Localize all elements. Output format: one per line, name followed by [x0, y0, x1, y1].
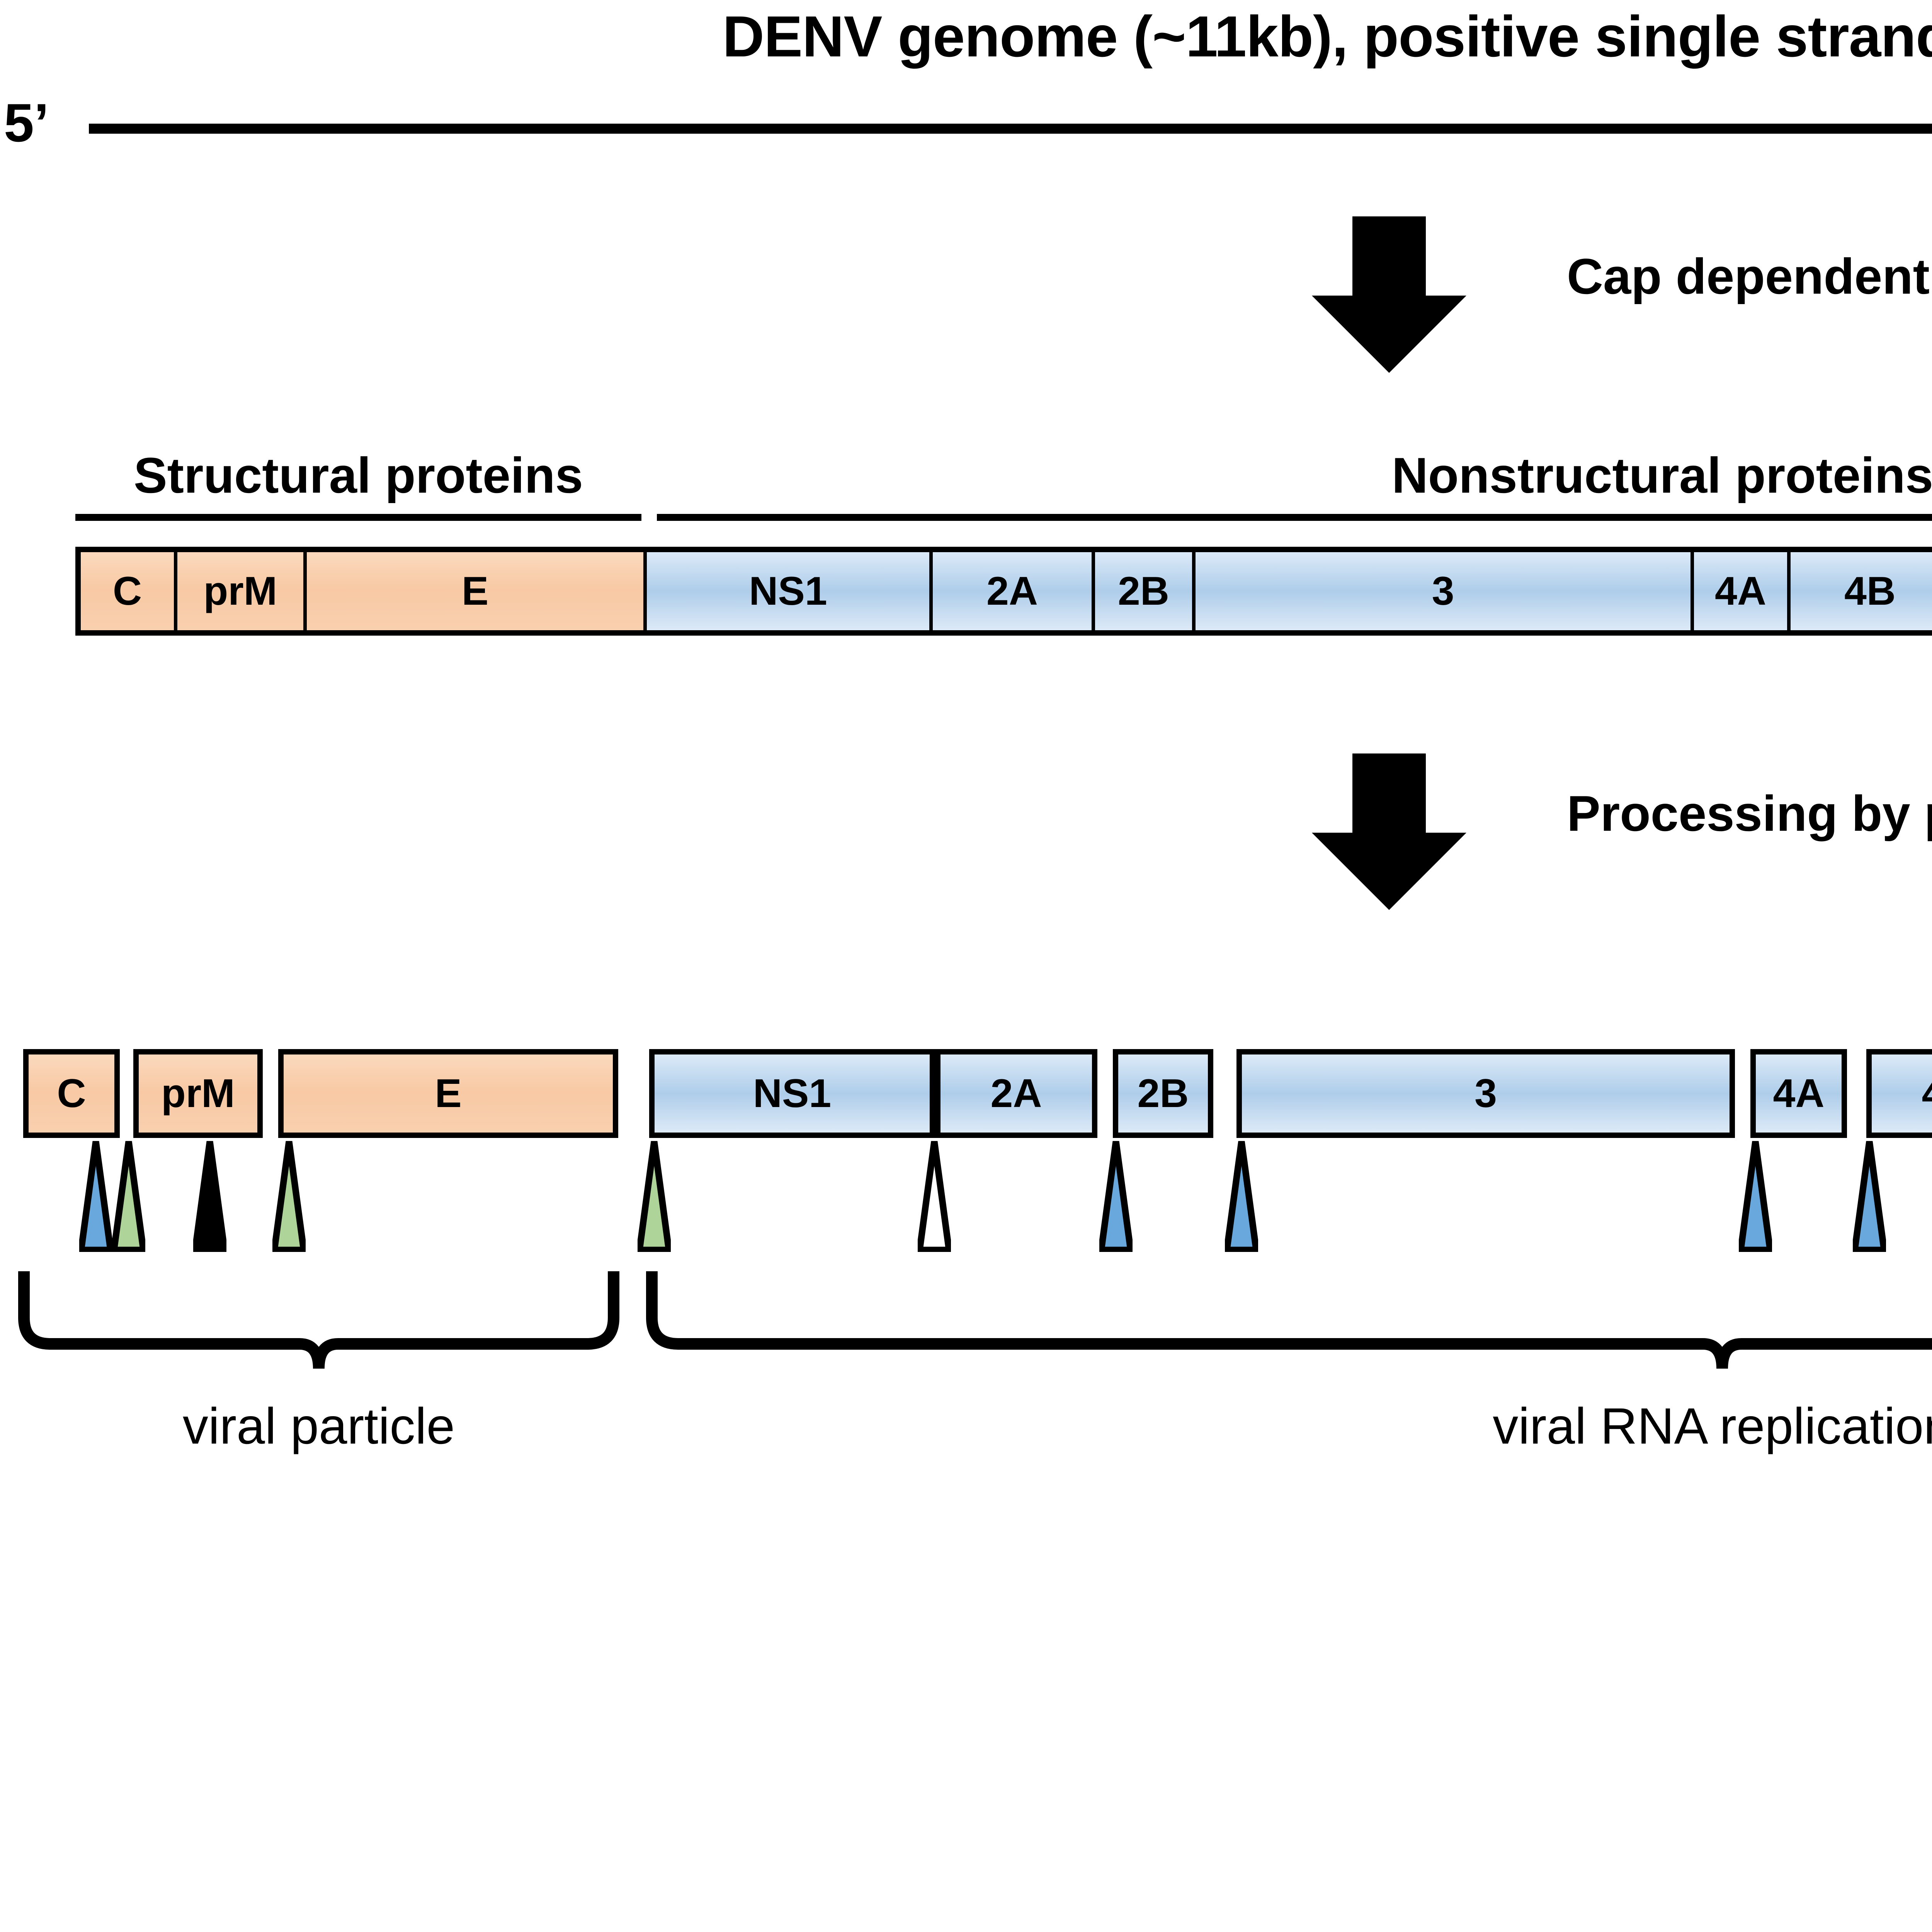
mature-protein-3: 3 — [1236, 1049, 1735, 1138]
mature-protein-e: E — [278, 1049, 618, 1138]
mature-protein-c: C — [23, 1049, 120, 1138]
nonstructural-header-rule — [657, 514, 1932, 521]
mature-protein-4b: 4B — [1866, 1049, 1932, 1138]
polyprotein-segment-4b: 4B — [1791, 552, 1932, 630]
cleavage-site-triangle-up-icon — [638, 1140, 671, 1252]
structural-header-rule — [75, 514, 641, 521]
cap-translation-label: Cap dependent translation — [1567, 248, 1932, 304]
mature-protein-2b: 2B — [1113, 1049, 1213, 1138]
polyprotein-segment-4a: 4A — [1694, 552, 1791, 630]
viral-rna-replication-label: viral RNA replication — [1493, 1398, 1932, 1454]
polyprotein-segment-2b: 2B — [1095, 552, 1196, 630]
polyprotein-segment-e: E — [307, 552, 647, 630]
polyprotein-segment-3: 3 — [1196, 552, 1694, 630]
polyprotein-segment-ns1: NS1 — [647, 552, 933, 630]
cleavage-site-triangle-up-icon — [918, 1140, 951, 1252]
genome-strand-line — [89, 124, 1932, 134]
viral-rna-replication-brace — [643, 1271, 1932, 1383]
cleavage-site-triangle-up-icon — [79, 1140, 112, 1252]
polyprotein-bar: C prM E NS1 2A 2B 3 4A 4B 5 — [75, 547, 1932, 636]
figure-title: DENV genome (~11kb), positive single str… — [722, 4, 1932, 69]
mature-protein-4a: 4A — [1750, 1049, 1847, 1138]
protease-processing-arrow-icon — [1312, 753, 1466, 910]
mature-protein-prm: prM — [133, 1049, 263, 1138]
cleavage-site-triangle-up-icon — [1739, 1140, 1772, 1252]
viral-particle-label: viral particle — [182, 1398, 455, 1454]
mature-protein-2a: 2A — [935, 1049, 1097, 1138]
cleavage-site-triangle-up-icon — [1099, 1140, 1133, 1252]
protease-processing-label: Processing by proteases — [1567, 785, 1932, 842]
cleavage-site-triangle-up-icon — [1225, 1140, 1258, 1252]
polyprotein-segment-c: C — [81, 552, 177, 630]
five-prime-label: 5’ — [4, 92, 49, 153]
mature-protein-ns1: NS1 — [649, 1049, 935, 1138]
cleavage-site-triangle-up-icon — [193, 1140, 226, 1252]
cleavage-site-triangle-up-icon — [112, 1140, 145, 1252]
structural-proteins-header: Structural proteins — [134, 447, 583, 503]
cleavage-site-triangle-up-icon — [1853, 1140, 1886, 1252]
polyprotein-segment-prm: prM — [177, 552, 307, 630]
nonstructural-proteins-header: Nonstructural proteins — [1391, 447, 1932, 503]
cleavage-site-triangle-up-icon — [272, 1140, 306, 1252]
viral-particle-brace — [15, 1271, 622, 1383]
polyprotein-segment-2a: 2A — [933, 552, 1095, 630]
cap-translation-arrow-icon — [1312, 216, 1466, 373]
